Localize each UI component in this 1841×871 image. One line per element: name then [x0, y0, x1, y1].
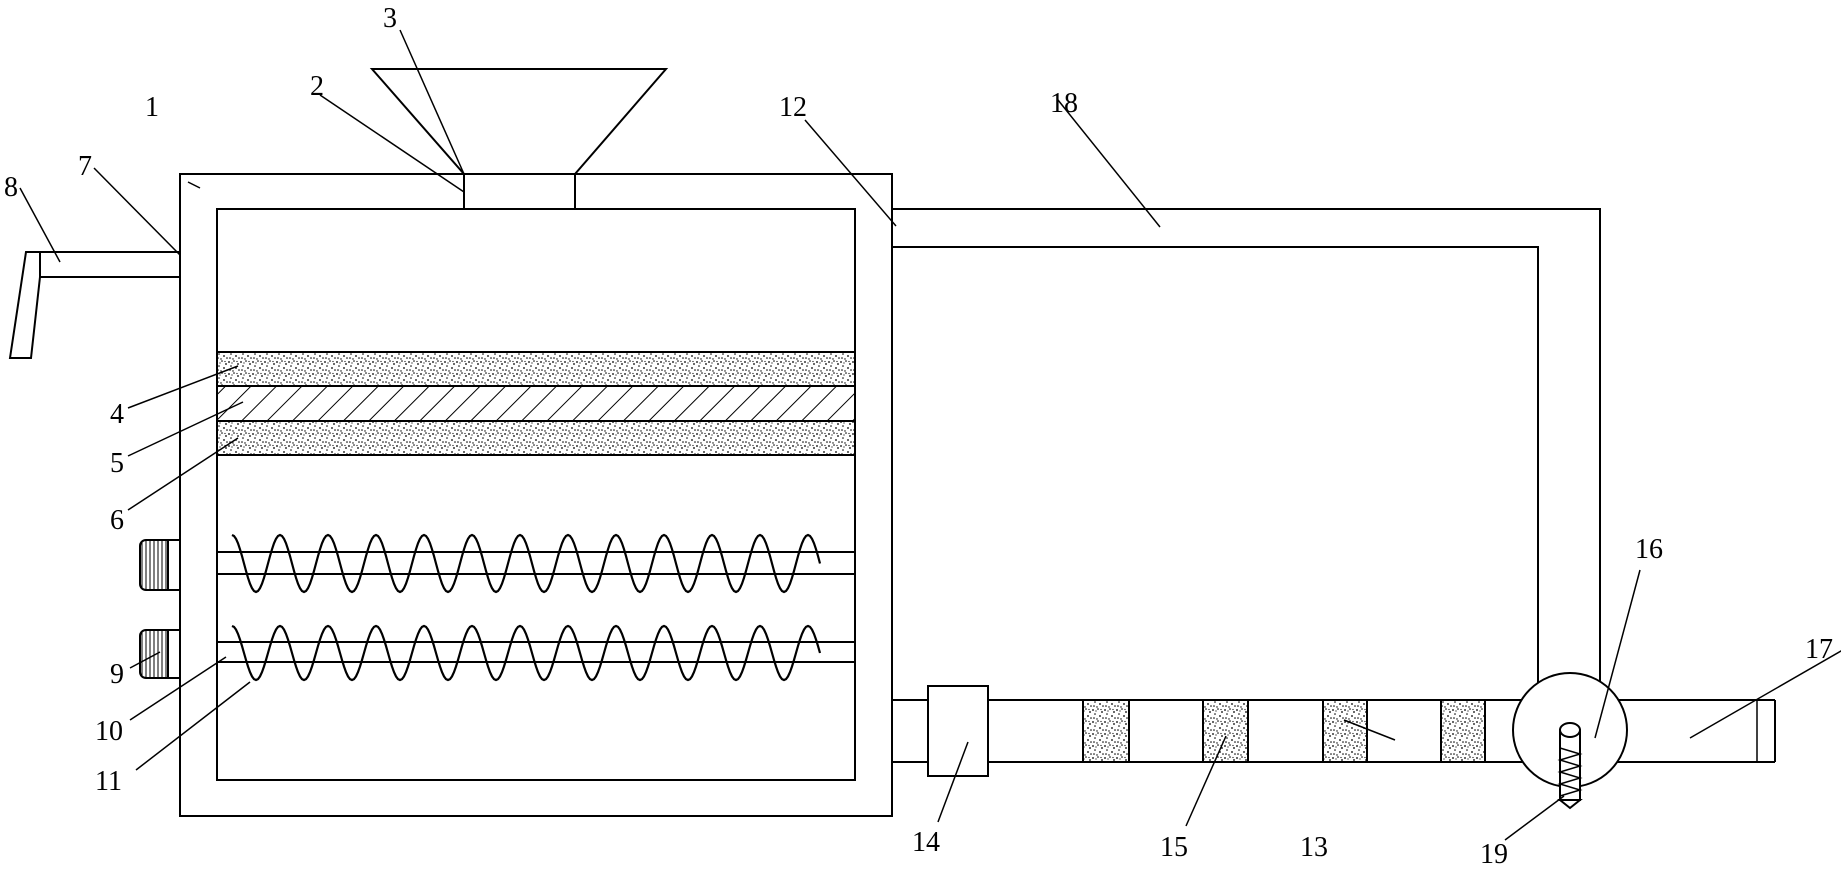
leader-lines — [19, 29, 1841, 841]
label-17: 17 — [1805, 634, 1833, 665]
pump-shaft-thread — [1557, 747, 1583, 797]
helix-curve — [231, 533, 822, 594]
filter-layer-middle — [216, 385, 856, 422]
label-19: 19 — [1480, 839, 1508, 870]
return-pipe-outer — [892, 208, 1601, 700]
screw-shaft-lower — [216, 641, 856, 663]
pipe-filter-4 — [1440, 699, 1486, 763]
motor-upper-cap — [167, 539, 181, 591]
pipe-filter-1 — [1082, 699, 1130, 763]
label-5: 5 — [110, 448, 124, 479]
label-9: 9 — [110, 659, 124, 690]
filter-layer-bottom — [216, 420, 856, 456]
helix-curve — [231, 624, 822, 682]
pipe-filter-3 — [1322, 699, 1368, 763]
valve — [927, 685, 989, 777]
label-16: 16 — [1635, 534, 1663, 565]
label-8: 8 — [4, 172, 18, 203]
feed-hopper — [369, 68, 669, 175]
label-3: 3 — [383, 3, 397, 34]
return-pipe-inner — [892, 246, 1539, 700]
filter-layer-top — [216, 351, 856, 387]
label-14: 14 — [912, 827, 940, 858]
side-spout — [8, 251, 41, 359]
screw-blade-lower — [231, 624, 822, 682]
label-1: 1 — [145, 92, 159, 123]
pipe-filter-2 — [1202, 699, 1249, 763]
label-6: 6 — [110, 505, 124, 536]
tank-inner-wall — [216, 208, 856, 781]
screw-shaft-upper — [216, 551, 856, 575]
label-12: 12 — [779, 92, 807, 123]
feed-neck — [463, 173, 576, 210]
label-2: 2 — [310, 71, 324, 102]
screw-blade-upper — [231, 533, 822, 594]
label-10: 10 — [95, 716, 123, 747]
pump-shaft-tip — [1557, 799, 1583, 810]
motor-lower-cap — [167, 629, 181, 679]
label-4: 4 — [110, 399, 124, 430]
side-pipe — [39, 251, 181, 278]
pump-shaft-top — [1559, 722, 1581, 738]
label-13: 13 — [1300, 832, 1328, 863]
label-11: 11 — [95, 766, 122, 797]
label-15: 15 — [1160, 832, 1188, 863]
label-7: 7 — [78, 151, 92, 182]
label-18: 18 — [1050, 88, 1078, 119]
